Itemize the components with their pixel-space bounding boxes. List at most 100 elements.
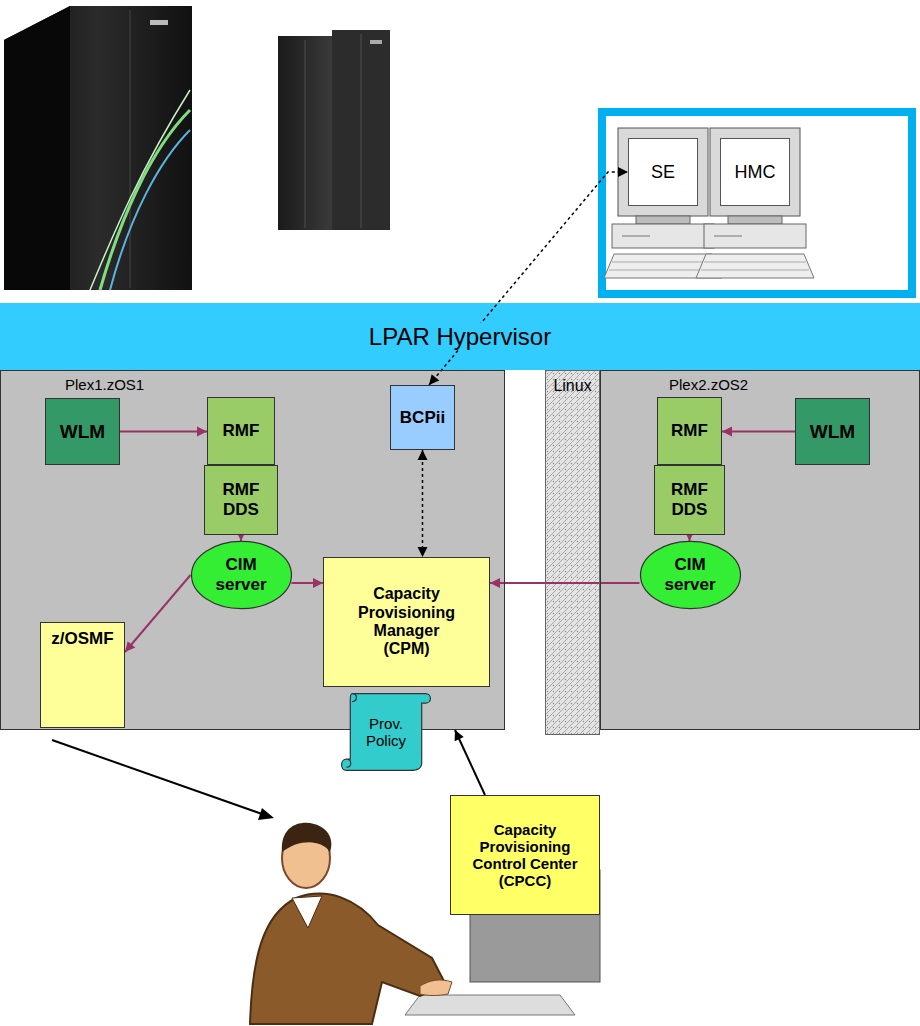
person-hand bbox=[420, 980, 452, 996]
connector-line bbox=[722, 431, 795, 433]
node-label: Prov. Policy bbox=[360, 715, 412, 750]
arrow-head bbox=[197, 427, 207, 437]
node-label: Capacity Provisioning Control Center (CP… bbox=[470, 821, 580, 890]
node-label: Plex2.zOS2 bbox=[669, 376, 748, 393]
mainframe-logo bbox=[370, 40, 382, 44]
panel-fill bbox=[600, 370, 920, 730]
monitor-stand bbox=[728, 216, 782, 224]
node-label: WLM bbox=[60, 421, 105, 443]
node-label: z/OSMF bbox=[51, 629, 113, 649]
text-block: Capacity Provisioning Manager (CPM) bbox=[352, 585, 462, 659]
monitor-screen: SE bbox=[628, 138, 698, 206]
component-box: Capacity Provisioning Manager (CPM) bbox=[323, 557, 490, 687]
arrow-head bbox=[618, 167, 628, 177]
connector bbox=[120, 427, 207, 437]
flow-line bbox=[52, 740, 262, 814]
component-box: WLM bbox=[795, 398, 870, 465]
keyboard-row bbox=[704, 262, 806, 263]
panel-fill bbox=[0, 303, 920, 370]
node-label: RMF bbox=[671, 421, 708, 441]
mainframe-logo bbox=[150, 20, 168, 25]
connector bbox=[125, 575, 191, 652]
arrow-head bbox=[125, 641, 135, 652]
mainframe-swirl bbox=[90, 90, 190, 290]
computer-icon bbox=[604, 128, 722, 278]
arrow-head bbox=[418, 547, 428, 557]
component-box: WLM bbox=[45, 398, 120, 465]
arrow-head bbox=[258, 808, 274, 820]
node-label: CIM server bbox=[659, 555, 721, 594]
arrow-head bbox=[455, 730, 464, 741]
desk-keyboard bbox=[405, 995, 575, 1015]
node-label: Linux bbox=[553, 377, 591, 395]
component-box: RMF bbox=[207, 397, 275, 465]
computer-icon bbox=[696, 128, 814, 278]
connector-line bbox=[490, 582, 640, 584]
node-label: HMC bbox=[735, 162, 776, 183]
drive-slot bbox=[714, 236, 742, 237]
text-block: Linux bbox=[553, 377, 591, 395]
mainframe-side bbox=[4, 6, 70, 290]
component-box: RMF DDS bbox=[654, 465, 725, 535]
connector bbox=[722, 427, 795, 437]
text-block: z/OSMF bbox=[51, 629, 113, 649]
text-block: LPAR Hypervisor bbox=[365, 323, 555, 351]
node-label: BCPii bbox=[400, 408, 445, 428]
person-collar bbox=[292, 896, 322, 928]
hypervisor-band: LPAR Hypervisor bbox=[0, 303, 920, 370]
mainframe-cabinet bbox=[4, 6, 192, 290]
text-block: Plex1.zOS1 bbox=[65, 376, 144, 393]
person-hair bbox=[282, 823, 332, 852]
connector bbox=[490, 578, 640, 588]
node-label: RMF DDS bbox=[659, 480, 720, 519]
shape-outline bbox=[640, 541, 740, 608]
node-label: RMF DDS bbox=[209, 480, 273, 519]
connector-line bbox=[422, 450, 424, 557]
connector bbox=[429, 167, 628, 385]
monitor-bezel bbox=[710, 128, 800, 216]
text-block: RMF bbox=[671, 421, 708, 441]
component-box: RMF DDS bbox=[204, 465, 278, 535]
monitor-stand bbox=[636, 216, 690, 224]
text-block: HMC bbox=[735, 162, 776, 183]
policy-scroll: Prov. Policy bbox=[339, 692, 433, 772]
cim-server-ellipse: CIM server bbox=[191, 541, 292, 609]
connector bbox=[418, 450, 428, 557]
arrow-head bbox=[490, 578, 500, 588]
text-block: CIM server bbox=[210, 555, 272, 594]
keyboard-row bbox=[612, 262, 714, 263]
mainframe-illustration bbox=[4, 6, 192, 290]
arrow-head bbox=[418, 450, 428, 460]
cim-server-ellipse: CIM server bbox=[640, 541, 741, 609]
mainframe-swirl bbox=[100, 110, 190, 290]
monitor-bezel bbox=[618, 128, 708, 216]
node-label: WLM bbox=[810, 421, 855, 443]
mainframe-seam bbox=[305, 40, 306, 228]
text-block: WLM bbox=[60, 421, 105, 443]
text-block: RMF bbox=[223, 421, 260, 441]
connector-line bbox=[120, 431, 207, 433]
drive-slot bbox=[622, 236, 650, 237]
arrow-head bbox=[313, 578, 323, 588]
shape-outline bbox=[191, 541, 291, 608]
connector bbox=[455, 730, 485, 795]
text-block: RMF DDS bbox=[209, 480, 273, 519]
panel-fill bbox=[0, 370, 505, 730]
node-label: LPAR Hypervisor bbox=[365, 323, 555, 351]
lpar-panel: Plex2.zOS2RMF WLM RMF DDS CIM server bbox=[600, 370, 920, 730]
node-label: Capacity Provisioning Manager (CPM) bbox=[352, 585, 462, 659]
cpcc-box: Capacity Provisioning Control Center (CP… bbox=[450, 795, 600, 915]
connector-line bbox=[455, 730, 485, 795]
mainframe-cabinet bbox=[332, 30, 390, 230]
text-block: Prov. Policy bbox=[360, 715, 412, 750]
mainframe-seam bbox=[130, 10, 131, 288]
text-block: SE bbox=[651, 162, 675, 183]
text-block: Capacity Provisioning Control Center (CP… bbox=[470, 821, 580, 890]
text-block: RMF DDS bbox=[659, 480, 720, 519]
console-frame bbox=[602, 112, 912, 294]
mainframe-cabinet bbox=[278, 36, 332, 230]
component-box: RMF bbox=[657, 397, 722, 465]
arrow-head bbox=[722, 427, 732, 437]
panel-fill bbox=[545, 370, 600, 735]
node-label: CIM server bbox=[210, 555, 272, 594]
